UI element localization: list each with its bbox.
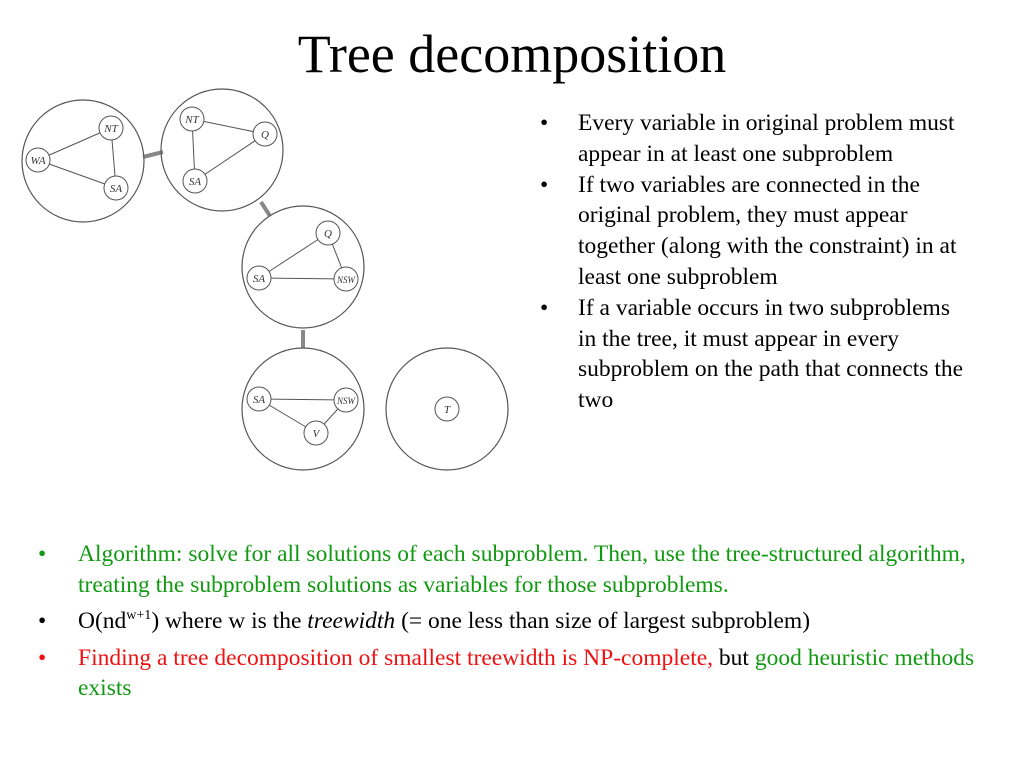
property-item: If a variable occurs in two subproblems … bbox=[540, 293, 970, 416]
node-label-sa: SA bbox=[253, 273, 266, 285]
treewidth-term: treewidth bbox=[307, 608, 396, 634]
node-label-sa: SA bbox=[110, 183, 123, 195]
connector-2-3 bbox=[259, 200, 272, 218]
node-label-t: T bbox=[444, 404, 451, 416]
connector-1-2 bbox=[142, 150, 164, 159]
property-item: If two variables are connected in the or… bbox=[540, 170, 970, 293]
node-label-nsw: NSW bbox=[336, 275, 357, 285]
page-title: Tree decomposition bbox=[297, 24, 727, 84]
cluster-t: T bbox=[385, 347, 509, 471]
node-label-sa: SA bbox=[253, 394, 266, 406]
node-label-q: Q bbox=[324, 228, 332, 240]
property-item: Every variable in original problem must … bbox=[540, 108, 970, 170]
node-label-sa: SA bbox=[189, 176, 202, 188]
np-complete-text: Finding a tree decomposition of smallest… bbox=[78, 644, 714, 671]
heuristic-text: good heuristic methods exists bbox=[78, 644, 975, 702]
cluster-sa-nsw-v: SA NSW V bbox=[241, 347, 365, 471]
node-label-nt: NT bbox=[103, 123, 118, 135]
cluster-q-sa-nsw: Q SA NSW bbox=[241, 205, 365, 329]
complexity-middle: ) where w is the bbox=[151, 608, 308, 634]
complexity-note: O(ndw+1) where w is the treewidth (= one… bbox=[38, 606, 988, 637]
cluster-wa-nt-sa: WA NT SA bbox=[21, 99, 145, 223]
node-label-wa: WA bbox=[30, 155, 45, 167]
node-label-v: V bbox=[313, 428, 321, 440]
node-label-q: Q bbox=[261, 129, 269, 141]
algorithm-text: Algorithm: solve for all solutions of ea… bbox=[78, 541, 966, 598]
node-label-nt: NT bbox=[184, 114, 199, 126]
properties-list: Every variable in original problem must … bbox=[540, 108, 970, 416]
complexity-exponent: w+1 bbox=[126, 608, 152, 623]
cluster-connectors bbox=[142, 150, 305, 348]
complexity-prefix: O(nd bbox=[78, 608, 127, 634]
np-complete-note: Finding a tree decomposition of smallest… bbox=[38, 643, 988, 704]
node-label-nsw: NSW bbox=[336, 396, 357, 406]
algorithm-notes-list: Algorithm: solve for all solutions of ea… bbox=[38, 539, 988, 710]
cluster-nt-q-sa: NT Q SA bbox=[160, 88, 284, 212]
tree-decomposition-diagram: WA NT SA NT Q SA Q bbox=[21, 88, 509, 471]
but-text: but bbox=[713, 644, 755, 671]
algorithm-note: Algorithm: solve for all solutions of ea… bbox=[38, 539, 988, 600]
complexity-suffix: (= one less than size of largest subprob… bbox=[395, 608, 811, 634]
